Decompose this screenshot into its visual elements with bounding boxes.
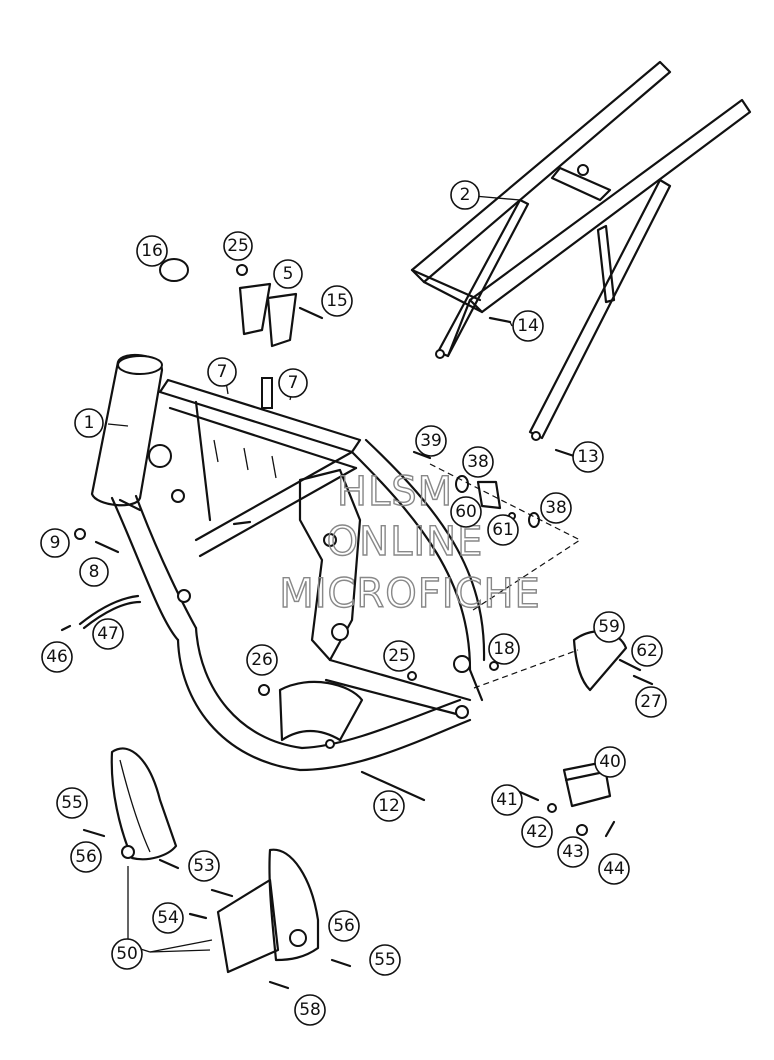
svg-text:14: 14: [517, 316, 539, 336]
svg-text:8: 8: [89, 562, 100, 582]
svg-text:7: 7: [288, 373, 299, 393]
callout-26: 26: [246, 644, 278, 676]
svg-text:46: 46: [46, 647, 68, 667]
callout-1: 1: [74, 408, 104, 438]
callout-54: 54: [152, 902, 184, 934]
svg-text:44: 44: [603, 859, 625, 879]
svg-text:18: 18: [493, 639, 515, 659]
callout-15: 15: [321, 285, 353, 317]
small-parts: [60, 258, 654, 838]
watermark: HLSM ONLINE MICROFICHE: [278, 468, 541, 617]
svg-text:2: 2: [460, 185, 471, 205]
callout-46: 46: [41, 641, 73, 673]
svg-text:50: 50: [116, 944, 138, 964]
callout-39: 39: [415, 425, 447, 457]
svg-text:60: 60: [455, 502, 477, 522]
callout-60: 60: [450, 496, 482, 528]
svg-text:41: 41: [496, 790, 518, 810]
watermark-line-1: HLSM: [337, 469, 453, 515]
callout-38b: 38: [540, 492, 572, 524]
callout-38a: 38: [462, 446, 494, 478]
svg-text:15: 15: [326, 291, 348, 311]
svg-text:39: 39: [420, 431, 442, 451]
svg-text:43: 43: [562, 842, 584, 862]
svg-text:13: 13: [577, 447, 599, 467]
rear-subframe: [410, 60, 752, 441]
callout-55a: 55: [56, 787, 88, 819]
callout-42: 42: [521, 816, 553, 848]
callout-41: 41: [491, 784, 523, 816]
watermark-line-2: ONLINE: [327, 519, 484, 565]
svg-text:58: 58: [299, 1000, 321, 1020]
callout-61: 61: [487, 514, 519, 546]
callout-8: 8: [79, 557, 109, 587]
callout-25a: 25: [223, 231, 253, 261]
svg-text:62: 62: [636, 641, 658, 661]
svg-text:16: 16: [141, 241, 163, 261]
callout-50: 50: [111, 938, 143, 970]
callout-27: 27: [635, 686, 667, 718]
callout-44: 44: [598, 853, 630, 885]
svg-text:47: 47: [97, 624, 119, 644]
callout-40: 40: [594, 746, 626, 778]
callout-14: 14: [512, 310, 544, 342]
svg-text:9: 9: [50, 533, 61, 553]
callout-16: 16: [136, 235, 168, 267]
svg-text:40: 40: [599, 752, 621, 772]
callout-18: 18: [488, 633, 520, 665]
svg-text:54: 54: [157, 908, 179, 928]
svg-text:38: 38: [545, 498, 567, 518]
callout-12: 12: [373, 790, 405, 822]
callout-5: 5: [273, 259, 303, 289]
callout-7a: 7: [207, 357, 237, 387]
svg-text:61: 61: [492, 520, 514, 540]
callout-7b: 7: [278, 368, 308, 398]
callout-47: 47: [92, 618, 124, 650]
svg-text:1: 1: [84, 413, 95, 433]
callout-55b: 55: [369, 944, 401, 976]
callout-56a: 56: [70, 841, 102, 873]
svg-text:12: 12: [378, 796, 400, 816]
callout-13: 13: [572, 441, 604, 473]
svg-text:7: 7: [217, 362, 228, 382]
svg-text:55: 55: [61, 793, 83, 813]
main-frame: [90, 354, 486, 772]
svg-text:38: 38: [467, 452, 489, 472]
callout-53: 53: [188, 850, 220, 882]
callout-25b: 25: [383, 640, 415, 672]
svg-text:55: 55: [374, 950, 396, 970]
svg-text:27: 27: [640, 692, 662, 712]
callout-56b: 56: [328, 910, 360, 942]
svg-text:42: 42: [526, 822, 548, 842]
svg-text:56: 56: [333, 916, 355, 936]
callout-2: 2: [450, 180, 480, 210]
svg-text:26: 26: [251, 650, 273, 670]
svg-text:25: 25: [388, 646, 410, 666]
callout-58: 58: [294, 994, 326, 1026]
callout-62: 62: [631, 635, 663, 667]
callout-59: 59: [593, 611, 625, 643]
svg-text:56: 56: [75, 847, 97, 867]
watermark-line-3: MICROFICHE: [279, 571, 541, 617]
svg-text:25: 25: [227, 236, 249, 256]
svg-text:53: 53: [193, 856, 215, 876]
callout-9: 9: [40, 528, 70, 558]
callout-43: 43: [557, 836, 589, 868]
svg-text:59: 59: [598, 617, 620, 637]
svg-text:5: 5: [283, 264, 294, 284]
callouts: 1 2 5 7 7 8 9 12 13 14 15 16 18 25 25 26…: [40, 180, 667, 1026]
